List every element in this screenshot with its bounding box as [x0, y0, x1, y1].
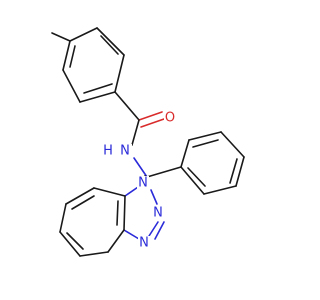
atom-triazole-n3: N [138, 236, 150, 251]
bond-nitrogen-methine [133, 157, 148, 178]
bond-carbonyl-double-2 [140, 118, 165, 128]
oxygen-label: O [165, 111, 175, 126]
triazole-ring [123, 184, 165, 240]
bond-carbonyl-nitrogen [131, 119, 140, 146]
bond-carbonyl-double-1 [138, 111, 163, 121]
amide-hydrogen-label: H [103, 144, 113, 159]
bond-ring-carbonyl [114, 91, 140, 121]
toluoyl-ring [62, 27, 125, 103]
amide-nitrogen-label: N [120, 144, 130, 159]
bond-methyl [51, 32, 71, 42]
triazole-n1-label: N [138, 176, 148, 191]
atom-oxygen: O [164, 111, 176, 126]
phenyl-ring [180, 131, 245, 195]
structure-canvas: O N H N N N [51, 27, 245, 257]
bond-methine-phenyl [146, 166, 182, 178]
atom-triazole-n2: N [152, 206, 164, 221]
atom-amide-nh: N H [102, 144, 132, 159]
benzo-ring [59, 187, 126, 257]
atom-triazole-n1: N [137, 176, 149, 191]
triazole-n2-label: N [153, 206, 163, 221]
molecule-diagram: O N H N N N [51, 27, 245, 257]
triazole-n3-label: N [139, 236, 149, 251]
